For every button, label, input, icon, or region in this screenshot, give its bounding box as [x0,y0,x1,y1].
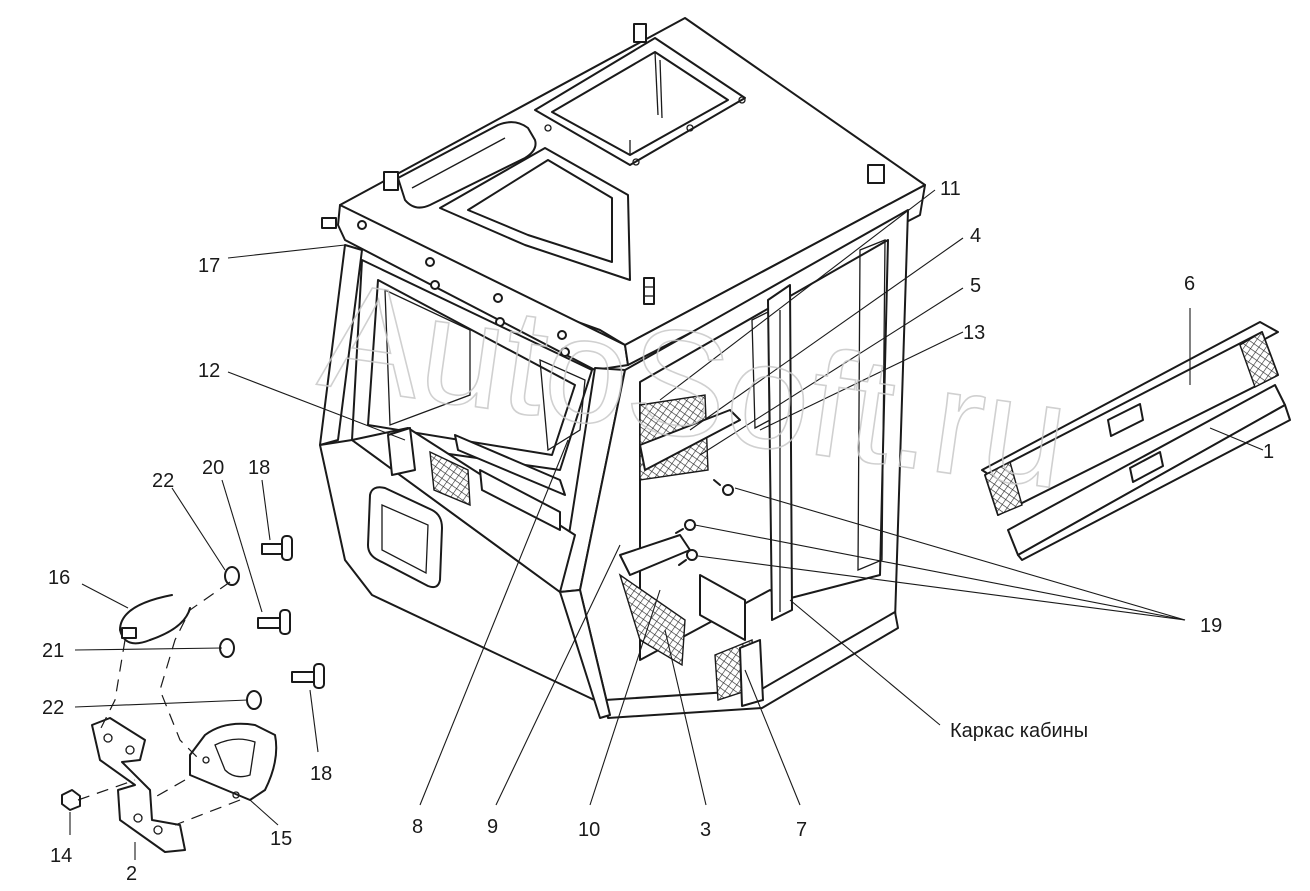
cab-frame [319,17,926,719]
roof-pins [321,217,570,357]
label-10: 10 [578,819,600,841]
assembly-lines [77,581,241,826]
label-9: 9 [487,816,498,838]
hatched-panel-c [618,573,686,667]
label-18-top: 18 [248,457,270,479]
roof-clips [383,23,885,305]
label-21: 21 [42,640,64,662]
interior-brackets [387,409,764,707]
label-19: 19 [1200,615,1222,637]
label-15: 15 [270,828,292,850]
roof-edge-right [624,184,926,366]
label-12: 12 [198,360,220,382]
bolts-18-20 [257,535,325,689]
label-20: 20 [202,457,224,479]
label-5: 5 [970,275,981,297]
label-22-top: 22 [152,470,174,492]
washers-21-22 [219,566,262,710]
label-11: 11 [940,178,961,200]
label-13: 13 [963,322,985,344]
lower-trim-panel-1 [1007,384,1291,561]
label-4: 4 [970,225,981,247]
roof-hatch [534,37,746,166]
hatched-panel-a [429,450,471,507]
roof-box [397,121,537,209]
bottom-left-frame [559,589,611,719]
label-2: 2 [126,863,137,885]
bracket-plate-2 [91,717,186,853]
label-18-bottom: 18 [310,763,332,785]
front-left-pillar [319,244,363,446]
label-16: 16 [48,567,70,589]
clamp-16 [119,594,191,645]
part-number-labels: 17 12 11 4 5 13 6 1 19 8 9 10 3 7 22 20 … [42,178,1274,885]
diagram-caption: Каркас кабины [950,720,1088,742]
nut-14 [61,789,81,811]
bracket-15 [189,722,278,801]
upper-trim-panel-6 [981,321,1279,516]
label-3: 3 [700,819,711,841]
leader-lines [69,189,1264,860]
label-6: 6 [1184,273,1195,295]
label-8: 8 [412,816,423,838]
bolt-group-19 [675,479,734,566]
roof-window [439,147,631,281]
front-window-opening [367,279,576,456]
label-22-bottom: 22 [42,697,64,719]
left-side-window [367,486,443,589]
label-7: 7 [796,819,807,841]
label-17: 17 [198,255,220,277]
label-1: 1 [1263,441,1274,463]
label-14: 14 [50,845,72,867]
